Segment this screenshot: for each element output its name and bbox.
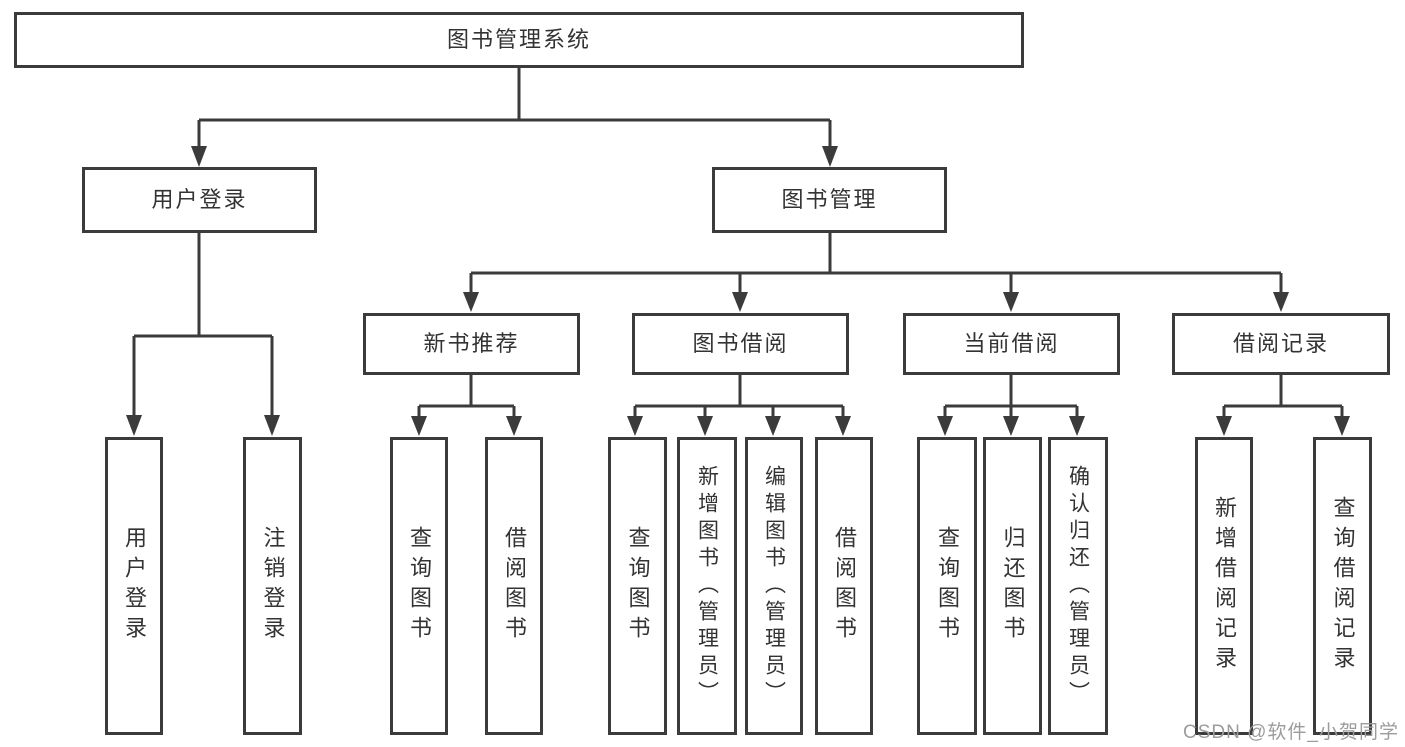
node-book-borrowing-label: 图书借阅 (692, 331, 789, 356)
connector-book-borrow-branch (627, 375, 851, 436)
leaf-query-books-2: 查询图书 (608, 437, 667, 735)
node-borrow-records-label: 借阅记录 (1232, 331, 1329, 356)
leaf-return-books: 归还图书 (983, 437, 1042, 735)
leaf-edit-books-admin-label: 编辑图书（管理员） (762, 464, 786, 708)
leaf-borrow-books-2-label: 借阅图书 (832, 526, 857, 646)
connector-new-books-branch (411, 375, 522, 436)
leaf-query-books-2-label: 查询图书 (625, 526, 651, 646)
leaf-add-borrow-record-label: 新增借阅记录 (1212, 496, 1237, 676)
node-user-login: 用户登录 (82, 167, 317, 233)
leaf-edit-books-admin: 编辑图书（管理员） (745, 437, 803, 735)
leaf-query-books-3: 查询图书 (917, 437, 977, 735)
node-new-book-recommend: 新书推荐 (363, 313, 580, 375)
leaf-user-login: 用户登录 (105, 437, 163, 735)
leaf-confirm-return-admin: 确认归还（管理员） (1048, 437, 1108, 735)
leaf-query-books-3-label: 查询图书 (935, 526, 960, 646)
node-current-borrowing-label: 当前借阅 (963, 331, 1060, 356)
leaf-query-borrow-record-label: 查询借阅记录 (1330, 496, 1356, 676)
leaf-add-borrow-record: 新增借阅记录 (1195, 437, 1253, 735)
leaf-logout: 注销登录 (243, 437, 302, 735)
leaf-borrow-books-1-label: 借阅图书 (502, 526, 527, 646)
node-root-label: 图书管理系统 (446, 27, 591, 52)
leaf-logout-label: 注销登录 (260, 526, 286, 646)
connector-book-mgmt-to-level3 (463, 233, 1289, 312)
node-book-management-label: 图书管理 (781, 187, 878, 212)
leaf-add-books-admin-label: 新增图书（管理员） (695, 464, 719, 708)
leaf-query-borrow-record: 查询借阅记录 (1313, 437, 1372, 735)
leaf-query-books-1-label: 查询图书 (407, 526, 432, 646)
leaf-user-login-label: 用户登录 (122, 526, 147, 646)
node-book-management: 图书管理 (712, 167, 947, 233)
node-user-login-label: 用户登录 (151, 187, 248, 212)
node-borrow-records: 借阅记录 (1172, 313, 1390, 375)
leaf-add-books-admin: 新增图书（管理员） (677, 437, 737, 735)
node-root: 图书管理系统 (14, 12, 1024, 68)
leaf-borrow-books-1: 借阅图书 (485, 437, 543, 735)
connector-user-login-branch (126, 233, 280, 436)
leaf-borrow-books-2: 借阅图书 (815, 437, 873, 735)
watermark: CSDN @软件_小贺同学 (1183, 722, 1399, 743)
leaf-query-books-1: 查询图书 (390, 437, 448, 735)
connector-borrow-records-branch (1216, 375, 1350, 436)
connector-root-to-level2 (191, 68, 838, 167)
node-new-book-recommend-label: 新书推荐 (423, 331, 520, 356)
node-current-borrowing: 当前借阅 (903, 313, 1120, 375)
leaf-return-books-label: 归还图书 (1000, 526, 1026, 646)
leaf-confirm-return-admin-label: 确认归还（管理员） (1066, 464, 1090, 708)
node-book-borrowing: 图书借阅 (632, 313, 849, 375)
connector-current-borrow-branch (937, 375, 1085, 436)
